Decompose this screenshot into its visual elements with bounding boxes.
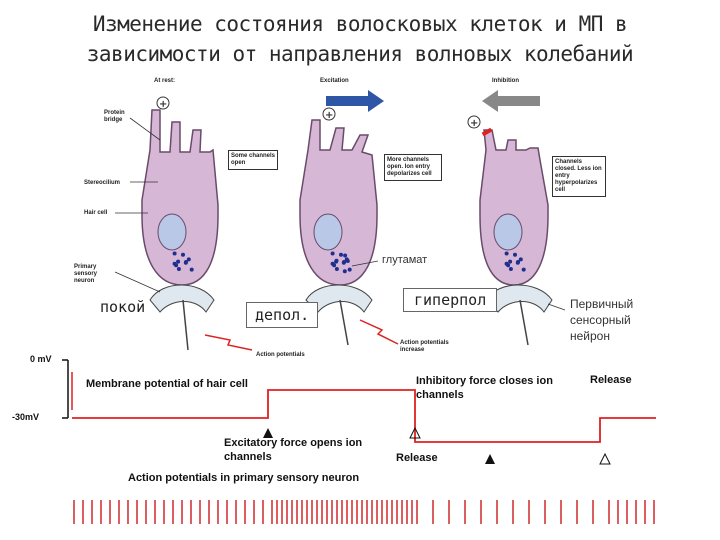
- excitation-heading: Excitation: [320, 78, 349, 84]
- channels-closed-box: Channels closed. Less ion entry hyperpol…: [552, 156, 606, 197]
- vesicle-dot: [334, 258, 339, 263]
- excitatory-label: Excitatory force opens ion channels: [224, 437, 363, 463]
- neuron-label-ru: Первичный сенсорный нейрон: [570, 297, 634, 343]
- vesicle-dot: [504, 251, 509, 256]
- vesicle-dot: [341, 260, 346, 265]
- hair-cell-rest: +: [141, 96, 219, 351]
- vesicle-dot: [521, 267, 526, 272]
- vesicle-dot: [330, 251, 335, 256]
- release-top-label: Release: [590, 374, 632, 386]
- release-bottom-label: Release: [396, 452, 438, 464]
- release-marker-1: [409, 426, 421, 439]
- vesicle-dot: [515, 260, 520, 265]
- vesicle-dot: [504, 261, 509, 266]
- vesicle-dot: [343, 253, 348, 258]
- more-channels-box: More channels open. Ion entry depolarize…: [384, 154, 442, 181]
- action-potential-spikes: [73, 500, 655, 524]
- membrane-label: Membrane potential of hair cell: [86, 378, 248, 390]
- membrane-potential-trace: [72, 389, 656, 443]
- vesicle-dot: [518, 257, 523, 262]
- vesicle-dot: [347, 267, 352, 272]
- stereocilium-label: Stereocilium: [84, 180, 121, 186]
- vesicle-dot: [186, 257, 191, 262]
- svg-text:+: +: [470, 118, 478, 129]
- ap-train-label: Action potentials in primary sensory neu…: [128, 472, 360, 484]
- vesicle-dot: [176, 267, 181, 271]
- vesicle-dot: [189, 267, 194, 272]
- inhibit-marker: [485, 454, 495, 464]
- vesicle-dot: [176, 259, 181, 264]
- excitation-arrow: [326, 90, 384, 112]
- vesicle-dot: [342, 269, 347, 274]
- rest-heading: At rest:: [154, 78, 176, 84]
- primary-neuron-label: Primary sensory neuron: [74, 264, 98, 284]
- ap-label: Action potentials: [256, 352, 305, 358]
- vesicle-dot: [508, 259, 513, 264]
- vesicle-dot: [172, 251, 177, 256]
- svg-text:+: +: [159, 99, 167, 110]
- ap-increase-label: Action potentials increase: [400, 340, 449, 353]
- state-depol: депол.: [246, 302, 319, 328]
- protein-bridge-label: Protein bridge: [104, 110, 125, 123]
- inhibition-heading: Inhibition: [492, 78, 519, 84]
- vesicle-dot: [181, 252, 185, 257]
- ap-arrow-rest: [204, 334, 253, 351]
- ap-arrow-excite: [359, 319, 399, 345]
- glutamate-vesicles: [172, 251, 526, 274]
- vesicle-dot: [513, 252, 517, 257]
- some-channels-box: Some channels open: [228, 150, 278, 170]
- glutamate-label: глутамат: [382, 254, 428, 266]
- state-rest: покой: [100, 298, 146, 316]
- y-axis-top-label: 0 mV: [30, 354, 52, 364]
- release-marker-2: [599, 452, 611, 465]
- hair-cell-excitation: +: [299, 107, 378, 346]
- title-line-1: Изменение состояния волосковых клеток и …: [92, 12, 628, 36]
- svg-text:+: +: [325, 110, 333, 121]
- hair-cell-label: Hair cell: [84, 210, 108, 216]
- vesicle-dot: [334, 267, 339, 271]
- inhibition-arrow: [482, 90, 540, 112]
- vesicle-dot: [183, 260, 188, 265]
- y-axis-bottom-label: -30mV: [12, 412, 40, 422]
- vesicle-dot: [508, 267, 513, 271]
- vesicle-dot: [172, 261, 177, 266]
- hair-cell-inhibition: +: [467, 115, 553, 346]
- vesicle-dot: [345, 259, 350, 263]
- title-line-2: зависимости от направления волновых коле…: [86, 42, 634, 66]
- excite-marker: [263, 428, 273, 438]
- vesicle-dot: [339, 252, 343, 257]
- state-hyperpol: гиперпол: [403, 288, 498, 312]
- vesicle-dot: [330, 261, 335, 266]
- inhibitory-label: Inhibitory force closes ion channels: [416, 375, 553, 401]
